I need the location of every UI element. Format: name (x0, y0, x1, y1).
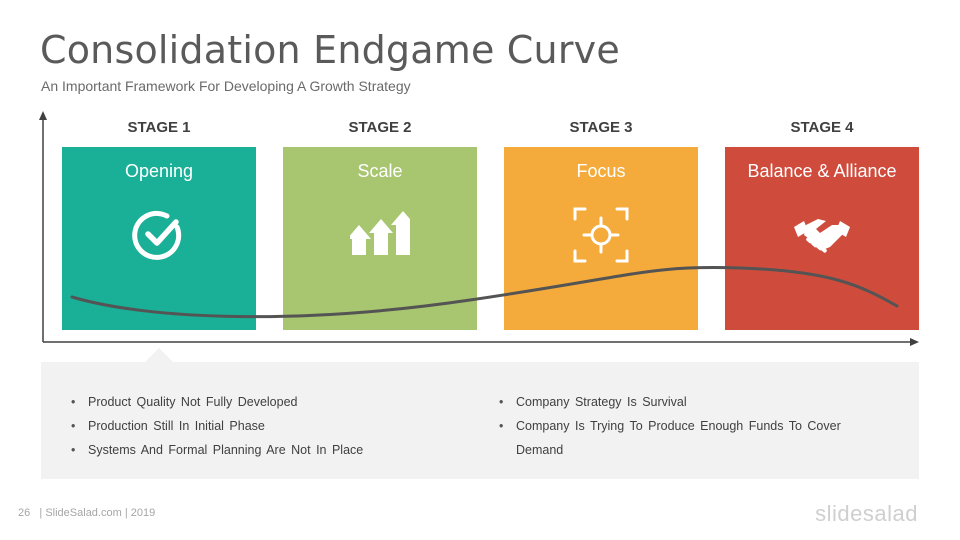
check-circle-icon (132, 210, 182, 260)
stage-1-box: Opening (62, 147, 256, 330)
brand-logo: slidesalad (815, 501, 918, 526)
stage-3-title: Focus (576, 161, 626, 181)
panel-pointer (144, 348, 174, 363)
list-item: Production Still In Initial Phase (71, 414, 471, 438)
stage-4-label: STAGE 4 (790, 119, 854, 136)
stage-2-box: Scale (283, 147, 477, 330)
list-item: Company Is Trying To Produce Enough Fund… (499, 414, 859, 462)
details-right-list: Company Strategy Is Survival Company Is … (499, 390, 859, 462)
stage-4-title: Balance & Alliance (747, 161, 897, 181)
list-item: Company Strategy Is Survival (499, 390, 859, 414)
details-panel: Product Quality Not Fully Developed Prod… (41, 362, 919, 479)
handshake-icon (794, 219, 850, 253)
stage-2-title: Scale (357, 161, 403, 181)
stage-4-box: Balance & Alliance (725, 147, 919, 330)
footer-credit: | SlideSalad.com | 2019 (39, 507, 156, 519)
details-left-list: Product Quality Not Fully Developed Prod… (71, 390, 471, 462)
slide-subtitle: An Important Framework For Developing A … (41, 78, 411, 94)
list-item: Product Quality Not Fully Developed (71, 390, 471, 414)
slide-title: Consolidation Endgame Curve (40, 28, 620, 72)
stage-3-label: STAGE 3 (569, 119, 633, 136)
page-number: 26 (18, 507, 31, 519)
stage-1-label: STAGE 1 (127, 119, 191, 136)
stage-2-label: STAGE 2 (348, 119, 412, 136)
growth-arrows-icon (350, 211, 410, 255)
list-item: Systems And Formal Planning Are Not In P… (71, 438, 471, 462)
target-icon (573, 207, 629, 263)
stage-1-title: Opening (124, 161, 194, 181)
stage-3-box: Focus (504, 147, 698, 330)
footer: 26 | SlideSalad.com | 2019 (18, 507, 155, 519)
